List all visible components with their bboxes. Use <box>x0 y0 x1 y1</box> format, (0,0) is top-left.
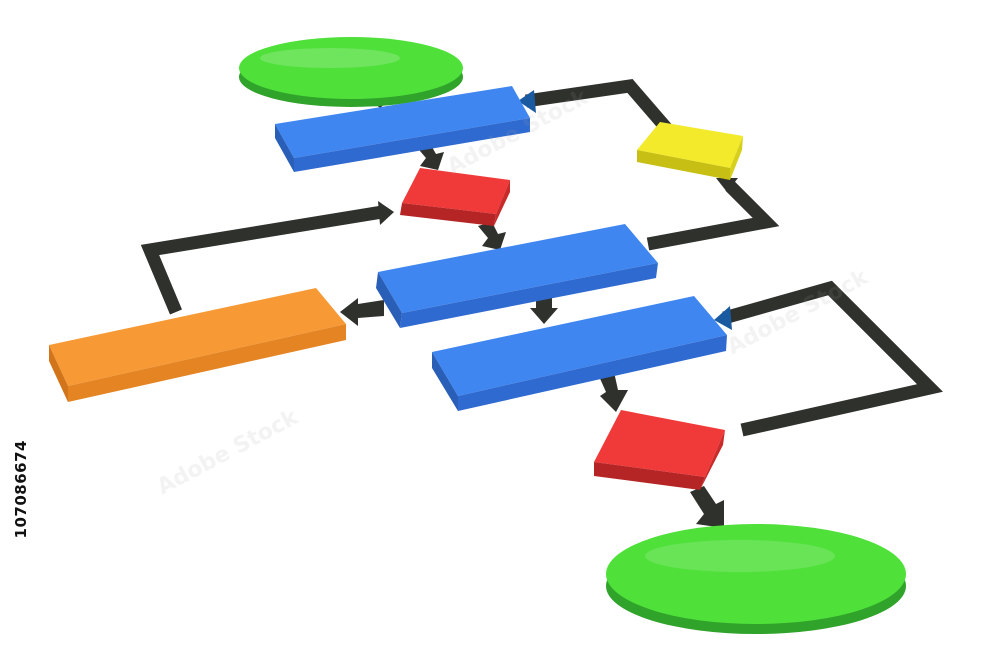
stock-image-id: 107086674 <box>12 440 30 539</box>
subprocess-box <box>49 288 346 402</box>
arrow-process3-to-decision2 <box>598 372 628 412</box>
process-box-3 <box>432 296 727 411</box>
decision-box-1 <box>400 168 510 226</box>
connector-right-loop <box>714 280 943 437</box>
process-box-2 <box>376 224 658 328</box>
connector-data-to-process2 <box>646 178 780 251</box>
start-terminal <box>239 37 463 107</box>
arrow-decision1-to-process2 <box>478 222 506 250</box>
end-terminal <box>606 524 906 634</box>
arrow-process2-to-subprocess <box>340 298 384 326</box>
connector-loop-top <box>518 79 673 135</box>
decision-box-2 <box>594 410 725 490</box>
data-box <box>637 122 743 180</box>
arrow-decision2-to-end <box>690 486 724 528</box>
connector-left-loop <box>140 201 394 315</box>
process-box-1 <box>275 86 530 172</box>
